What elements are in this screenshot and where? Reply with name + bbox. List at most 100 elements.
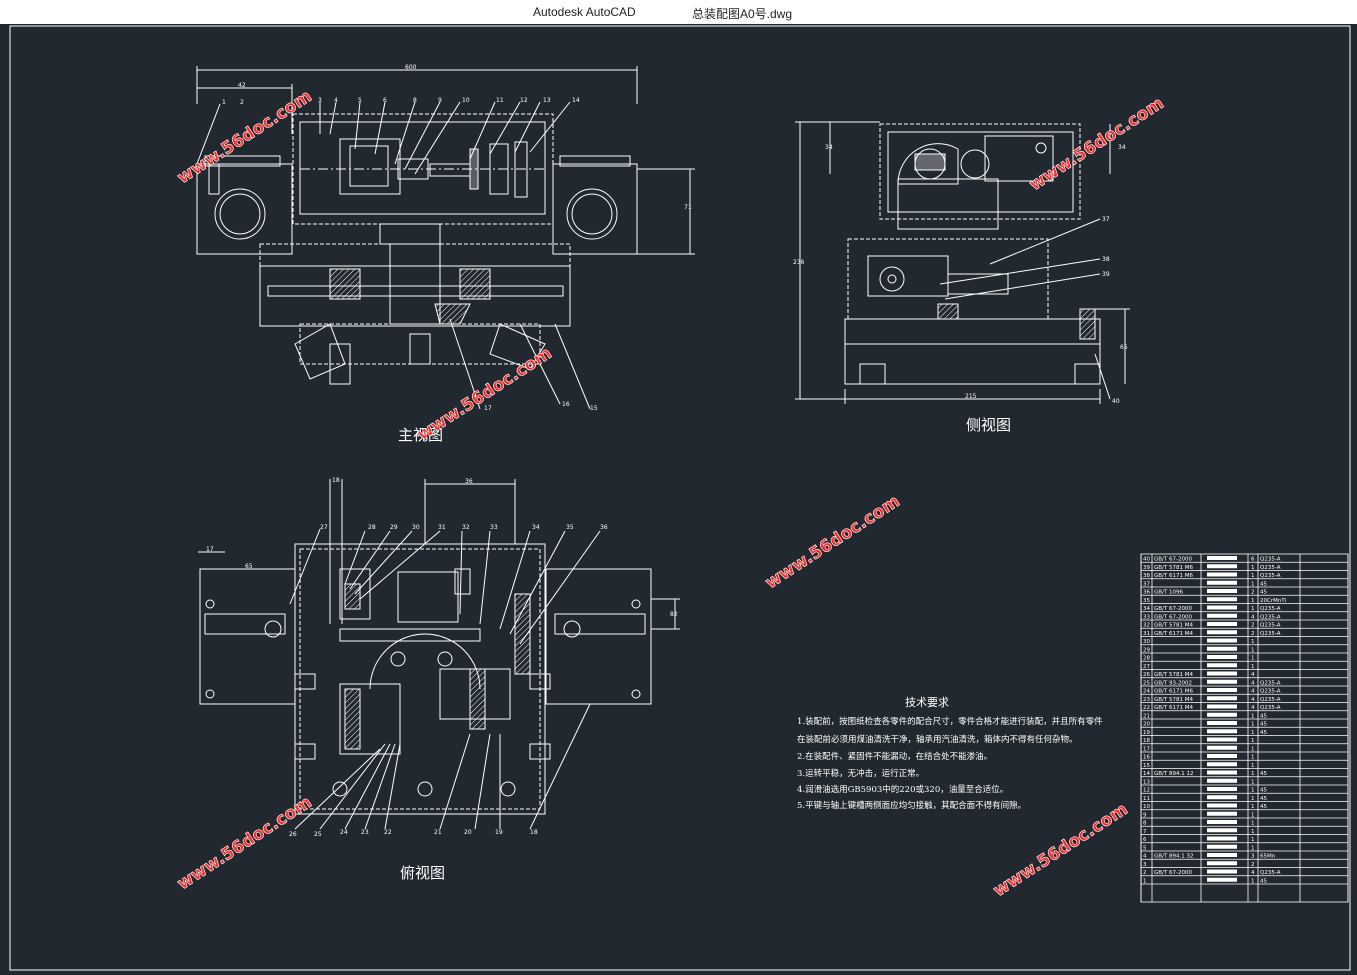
tech-requirements-title: 技术要求 [905, 696, 949, 709]
bom-name-cell [1207, 770, 1237, 775]
bom-cell: 2 [1251, 631, 1255, 637]
svg-text:3: 3 [318, 97, 322, 104]
drawing-border [9, 25, 1351, 971]
bom-cell: 4 [1143, 854, 1147, 860]
bom-cell: 2 [1251, 623, 1255, 629]
bom-cell: 39 [1143, 565, 1150, 571]
svg-text:31: 31 [438, 524, 446, 531]
bom-name-cell [1207, 613, 1237, 618]
bom-cell: 3 [1143, 862, 1147, 868]
bom-name-cell [1207, 580, 1237, 585]
bom-name-cell [1207, 597, 1237, 602]
bom-cell: GB/T 67-2000 [1154, 606, 1192, 612]
watermark-text: www.56doc.com [414, 343, 556, 445]
bom-name-cell [1207, 630, 1237, 635]
bom-cell: 1 [1251, 565, 1255, 571]
file-name: 总装配图A0号.dwg [692, 7, 793, 21]
bom-name-cell [1207, 556, 1237, 560]
svg-text:34: 34 [532, 524, 540, 531]
bom-cell: 25 [1143, 680, 1150, 686]
bom-cell: 27 [1143, 664, 1150, 670]
tech-line: 1.装配前，按图纸检查各零件的配合尺寸，零件合格才能进行装配，并且所有零件 [797, 716, 1103, 727]
drawing-canvas[interactable]: 600 42 [0, 24, 1357, 975]
bom-cell: 6 [1143, 837, 1147, 843]
bom-cell: 29 [1143, 647, 1150, 653]
bom-cell: 45 [1260, 730, 1267, 736]
bom-name-cell [1207, 820, 1237, 824]
bom-cell: 21 [1143, 713, 1150, 719]
svg-text:35: 35 [566, 524, 574, 531]
bom-name-cell [1207, 712, 1237, 717]
bom-cell: GB/T 5781 M4 [1154, 623, 1193, 629]
bom-cell: 4 [1251, 870, 1255, 876]
bom-name-cell [1207, 745, 1237, 750]
bom-name-cell [1207, 688, 1237, 692]
bom-cell: 34 [1143, 606, 1150, 612]
watermark-text: www.56doc.com [1026, 93, 1168, 195]
bom-cell: 7 [1143, 829, 1147, 835]
svg-text:65: 65 [245, 563, 253, 570]
bom-cell: 45 [1260, 804, 1267, 810]
svg-text:21: 21 [434, 829, 442, 836]
watermark-text: www.56doc.com [174, 86, 316, 188]
bom-cell: 24 [1143, 689, 1150, 695]
bom-name-cell [1207, 869, 1237, 874]
bom-cell: 37 [1143, 581, 1150, 587]
bom-cell: 1 [1251, 755, 1255, 761]
svg-text:22: 22 [384, 829, 392, 836]
bom-cell: Q235-A [1260, 557, 1281, 563]
bom-cell: 12 [1143, 788, 1150, 794]
bom-cell: GB/T 67-2000 [1154, 614, 1192, 620]
bom-name-cell [1207, 787, 1237, 791]
bom-cell: 45 [1260, 722, 1267, 728]
bom-cell: 19 [1143, 730, 1150, 736]
bom-cell: 1 [1251, 788, 1255, 794]
bom-cell: 1 [1251, 606, 1255, 612]
bom-cell: GB/T 5781 M6 [1154, 565, 1193, 571]
bom-name-cell [1207, 638, 1237, 643]
bom-cell: Q235-A [1260, 680, 1281, 686]
svg-text:27: 27 [320, 524, 328, 531]
bom-cell: 45 [1260, 796, 1267, 802]
svg-text:4: 4 [334, 97, 338, 104]
bom-cell: 1 [1251, 878, 1255, 884]
bom-cell: 1 [1251, 821, 1255, 827]
bom-cell: 1 [1251, 763, 1255, 769]
bom-cell: 1 [1251, 746, 1255, 752]
main-view-label: 主视图 [398, 426, 443, 444]
svg-text:11: 11 [496, 97, 504, 104]
svg-text:65: 65 [1120, 344, 1128, 351]
bom-cell: GB/T 6171 M6 [1154, 573, 1193, 579]
svg-text:25: 25 [314, 831, 322, 838]
svg-text:26: 26 [289, 831, 297, 838]
bom-cell: 31 [1143, 631, 1150, 637]
bom-cell: GB/T 894.1 12 [1154, 771, 1194, 777]
svg-text:12: 12 [520, 97, 528, 104]
svg-text:38: 38 [1102, 256, 1110, 263]
svg-text:39: 39 [1102, 271, 1110, 278]
svg-text:24: 24 [340, 829, 348, 836]
bom-cell: 11 [1143, 796, 1150, 802]
tech-line: 4.润滑油选用GB5903中的220或320，油量至合适位。 [797, 784, 1008, 795]
bom-cell: 36 [1143, 590, 1150, 596]
svg-text:6: 6 [383, 97, 387, 104]
